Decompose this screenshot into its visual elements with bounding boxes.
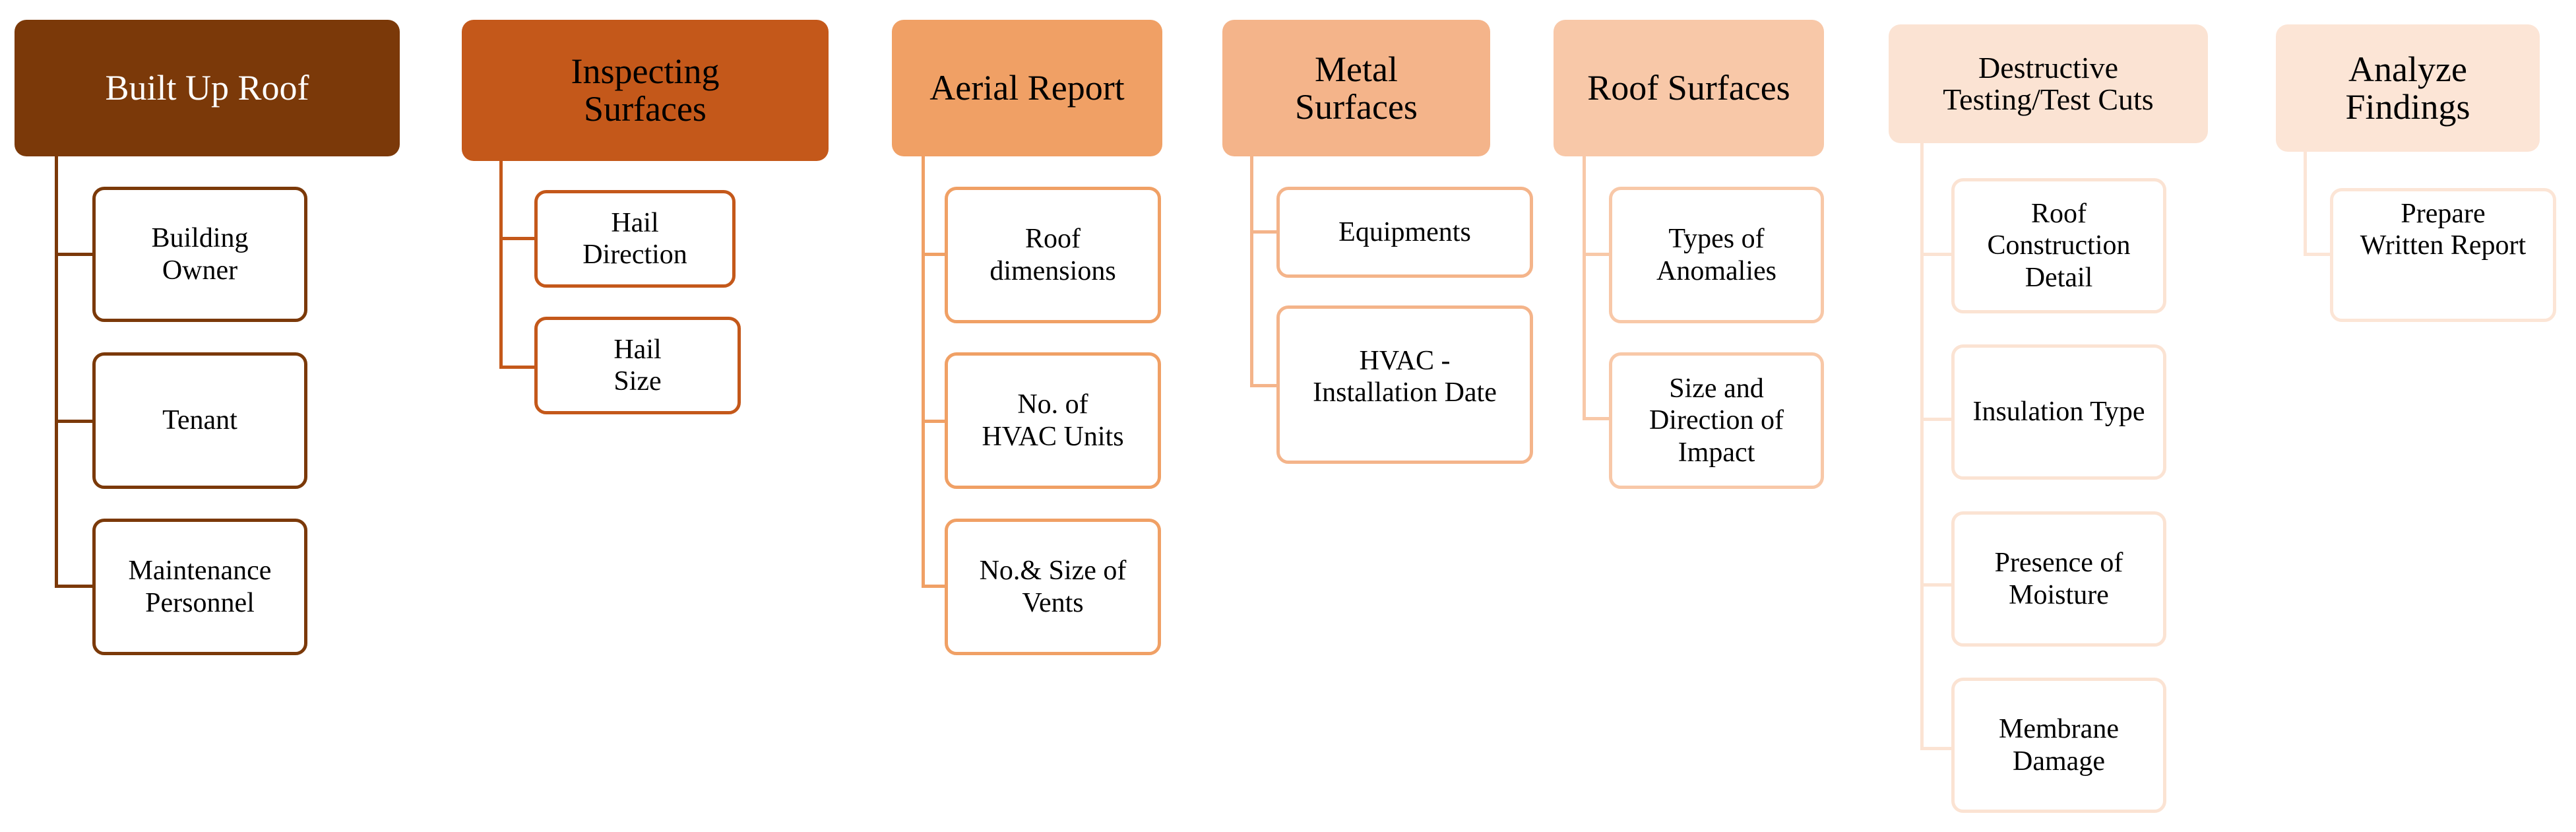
connector-branch bbox=[55, 585, 94, 588]
node-maintenance-personnel: Maintenance Personnel bbox=[92, 519, 307, 655]
column-header: Roof Surfaces bbox=[1554, 20, 1824, 156]
node-hail-size: Hail Size bbox=[534, 317, 741, 414]
node-building-owner: Building Owner bbox=[92, 187, 307, 322]
connector-branch bbox=[499, 237, 536, 240]
node-roof-construction-detail: Roof Construction Detail bbox=[1951, 178, 2166, 313]
column-title: Analyze Findings bbox=[2345, 49, 2470, 127]
connector-trunk bbox=[1583, 156, 1586, 420]
connector-trunk bbox=[499, 161, 503, 369]
column-header: Aerial Report bbox=[892, 20, 1162, 156]
node-tenant: Tenant bbox=[92, 352, 307, 489]
connector-branch bbox=[1920, 418, 1953, 421]
connector-branch bbox=[499, 366, 536, 369]
node-insulation-type: Insulation Type bbox=[1951, 344, 2166, 480]
connector-branch bbox=[1920, 583, 1953, 587]
connector-trunk bbox=[2304, 152, 2307, 256]
connector-branch bbox=[1250, 230, 1280, 234]
node-equipments: Equipments bbox=[1276, 187, 1533, 278]
node-prepare-written-report: Prepare Written Report bbox=[2330, 188, 2556, 322]
connector-branch bbox=[1250, 384, 1280, 387]
connector-trunk bbox=[1250, 156, 1253, 387]
node-hail-direction: Hail Direction bbox=[534, 190, 736, 288]
node-hvac-installation-date: HVAC - Installation Date bbox=[1276, 305, 1533, 464]
column-title: Built Up Roof bbox=[105, 68, 309, 108]
column-header: Destructive Testing/Test Cuts bbox=[1889, 24, 2208, 143]
column-title: Aerial Report bbox=[929, 68, 1125, 108]
connector-branch bbox=[1920, 747, 1953, 750]
column-title: Destructive Testing/Test Cuts bbox=[1943, 50, 2154, 116]
node-size-direction-impact: Size and Direction of Impact bbox=[1609, 352, 1824, 489]
column-header: Analyze Findings bbox=[2276, 24, 2540, 152]
node-membrane-damage: Membrane Damage bbox=[1951, 678, 2166, 813]
connector-branch bbox=[55, 420, 94, 423]
connector-trunk bbox=[1920, 143, 1924, 750]
connector-branch bbox=[55, 253, 94, 256]
connector-trunk bbox=[922, 156, 925, 588]
connector-branch bbox=[922, 253, 961, 256]
column-header: Inspecting Surfaces bbox=[462, 20, 829, 161]
node-types-of-anomalies: Types of Anomalies bbox=[1609, 187, 1824, 323]
node-presence-of-moisture: Presence of Moisture bbox=[1951, 511, 2166, 647]
connector-branch bbox=[922, 420, 961, 423]
column-title: Metal Surfaces bbox=[1295, 49, 1418, 127]
node-roof-dimensions: Roof dimensions bbox=[945, 187, 1161, 323]
node-vents: No.& Size of Vents bbox=[945, 519, 1161, 655]
connector-branch bbox=[1583, 417, 1612, 420]
connector-branch bbox=[1583, 253, 1612, 256]
connector-trunk bbox=[55, 156, 58, 588]
column-title: Inspecting Surfaces bbox=[571, 51, 720, 129]
column-header: Built Up Roof bbox=[15, 20, 400, 156]
connector-branch bbox=[922, 585, 961, 588]
column-title: Roof Surfaces bbox=[1587, 68, 1790, 108]
node-hvac-units: No. of HVAC Units bbox=[945, 352, 1161, 489]
connector-branch bbox=[1920, 253, 1953, 256]
connector-branch bbox=[2304, 253, 2333, 256]
column-header: Metal Surfaces bbox=[1222, 20, 1490, 156]
